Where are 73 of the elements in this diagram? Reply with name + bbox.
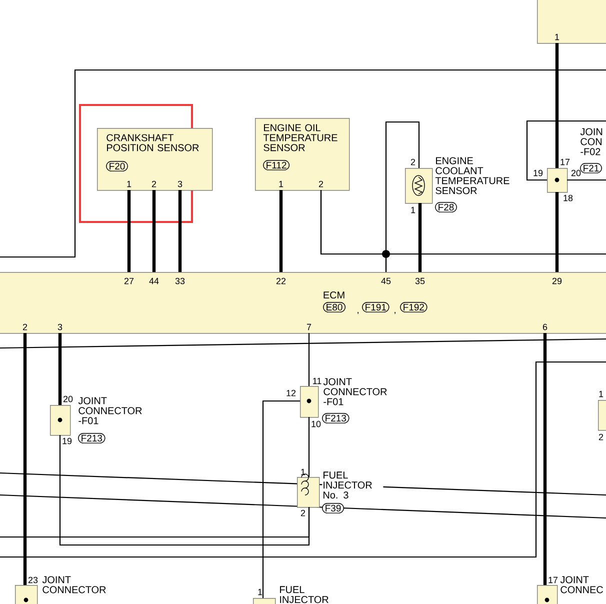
pin-number: 3 bbox=[58, 324, 62, 330]
pin-number: 3 bbox=[178, 180, 182, 188]
component-label: JOINT CONNEC bbox=[560, 576, 603, 594]
wire bbox=[0, 507, 310, 538]
wire bbox=[152, 190, 156, 272]
pin-number: 27 bbox=[124, 278, 134, 284]
connector-id: F213 bbox=[322, 413, 350, 424]
component-label: FUEL INJECTOR No. 3 bbox=[322, 471, 384, 500]
separator-comma: , bbox=[394, 312, 396, 314]
wire bbox=[59, 435, 310, 546]
component-label: ENGINE COOLANT TEMPERATURE SENSOR bbox=[435, 157, 510, 194]
pin-number: 2 bbox=[318, 180, 324, 188]
wire bbox=[555, 192, 559, 272]
wire bbox=[262, 400, 300, 598]
pin-number: 35 bbox=[415, 278, 425, 284]
pin-number: 2 bbox=[300, 510, 306, 516]
connector-id: F28 bbox=[435, 202, 458, 212]
pin-number: 12 bbox=[286, 390, 296, 396]
pin-number: 11 bbox=[313, 378, 322, 384]
pin-number: 19 bbox=[62, 438, 72, 444]
wire bbox=[320, 190, 606, 255]
wire bbox=[23, 333, 27, 585]
pin-number: 1 bbox=[127, 180, 132, 188]
wire bbox=[127, 190, 131, 272]
component-label: JOINT CONNECTOR bbox=[42, 576, 106, 594]
component-label: JOINT CONNECTOR -F01 bbox=[78, 397, 142, 424]
pin-number: 1 bbox=[555, 34, 560, 40]
wire bbox=[526, 120, 606, 181]
connector-id: F112 bbox=[263, 160, 290, 170]
pin-number: 17 bbox=[560, 158, 570, 166]
connector-id: F213 bbox=[78, 433, 106, 444]
wire bbox=[308, 417, 310, 477]
wire bbox=[178, 190, 182, 272]
wire bbox=[418, 203, 422, 272]
pin-number: 44 bbox=[149, 278, 159, 284]
pin-number: 1 bbox=[279, 180, 284, 188]
pin-number: 7 bbox=[306, 324, 312, 330]
connector-id: F21 bbox=[580, 163, 602, 174]
wire bbox=[58, 333, 62, 405]
component-box bbox=[598, 400, 606, 431]
wire bbox=[279, 190, 283, 272]
pin-number: 29 bbox=[552, 278, 562, 284]
pin-number: 33 bbox=[175, 278, 185, 284]
component-box bbox=[537, 0, 606, 44]
pin-number: 17 bbox=[548, 576, 558, 584]
connector-id: F192 bbox=[400, 302, 428, 312]
component-label: JOIN CON -F02 bbox=[580, 128, 602, 156]
pin-number: 19 bbox=[534, 170, 543, 176]
wire bbox=[567, 179, 606, 181]
pin-number: 18 bbox=[564, 194, 573, 202]
pin-number: 6 bbox=[542, 324, 548, 330]
pin-number: 2 bbox=[152, 180, 156, 188]
component-label: JOINT CONNECTOR -F01 bbox=[323, 378, 387, 406]
connector-id: E80 bbox=[323, 302, 346, 312]
wire bbox=[555, 43, 559, 168]
pin-number: 45 bbox=[381, 278, 391, 284]
pin-number: 22 bbox=[276, 278, 286, 284]
pin-number: 20 bbox=[63, 396, 73, 402]
pin-number: 1 bbox=[301, 468, 306, 476]
connector-id: F191 bbox=[362, 302, 390, 312]
pin-number: 1 bbox=[258, 588, 262, 596]
pin-number: 23 bbox=[28, 576, 38, 584]
connector-id: F39 bbox=[322, 503, 344, 514]
pin-number: 2 bbox=[410, 158, 416, 166]
connector-id: F20 bbox=[106, 161, 128, 172]
pin-number: 10 bbox=[312, 420, 321, 428]
wire bbox=[543, 333, 547, 585]
component-label: FUEL INJECTOR bbox=[280, 586, 328, 604]
pin-number: 1 bbox=[411, 206, 416, 214]
pin-number: 2 bbox=[22, 324, 28, 330]
wire bbox=[385, 121, 420, 272]
pin-number: 20 bbox=[571, 170, 581, 176]
wire bbox=[308, 333, 310, 386]
